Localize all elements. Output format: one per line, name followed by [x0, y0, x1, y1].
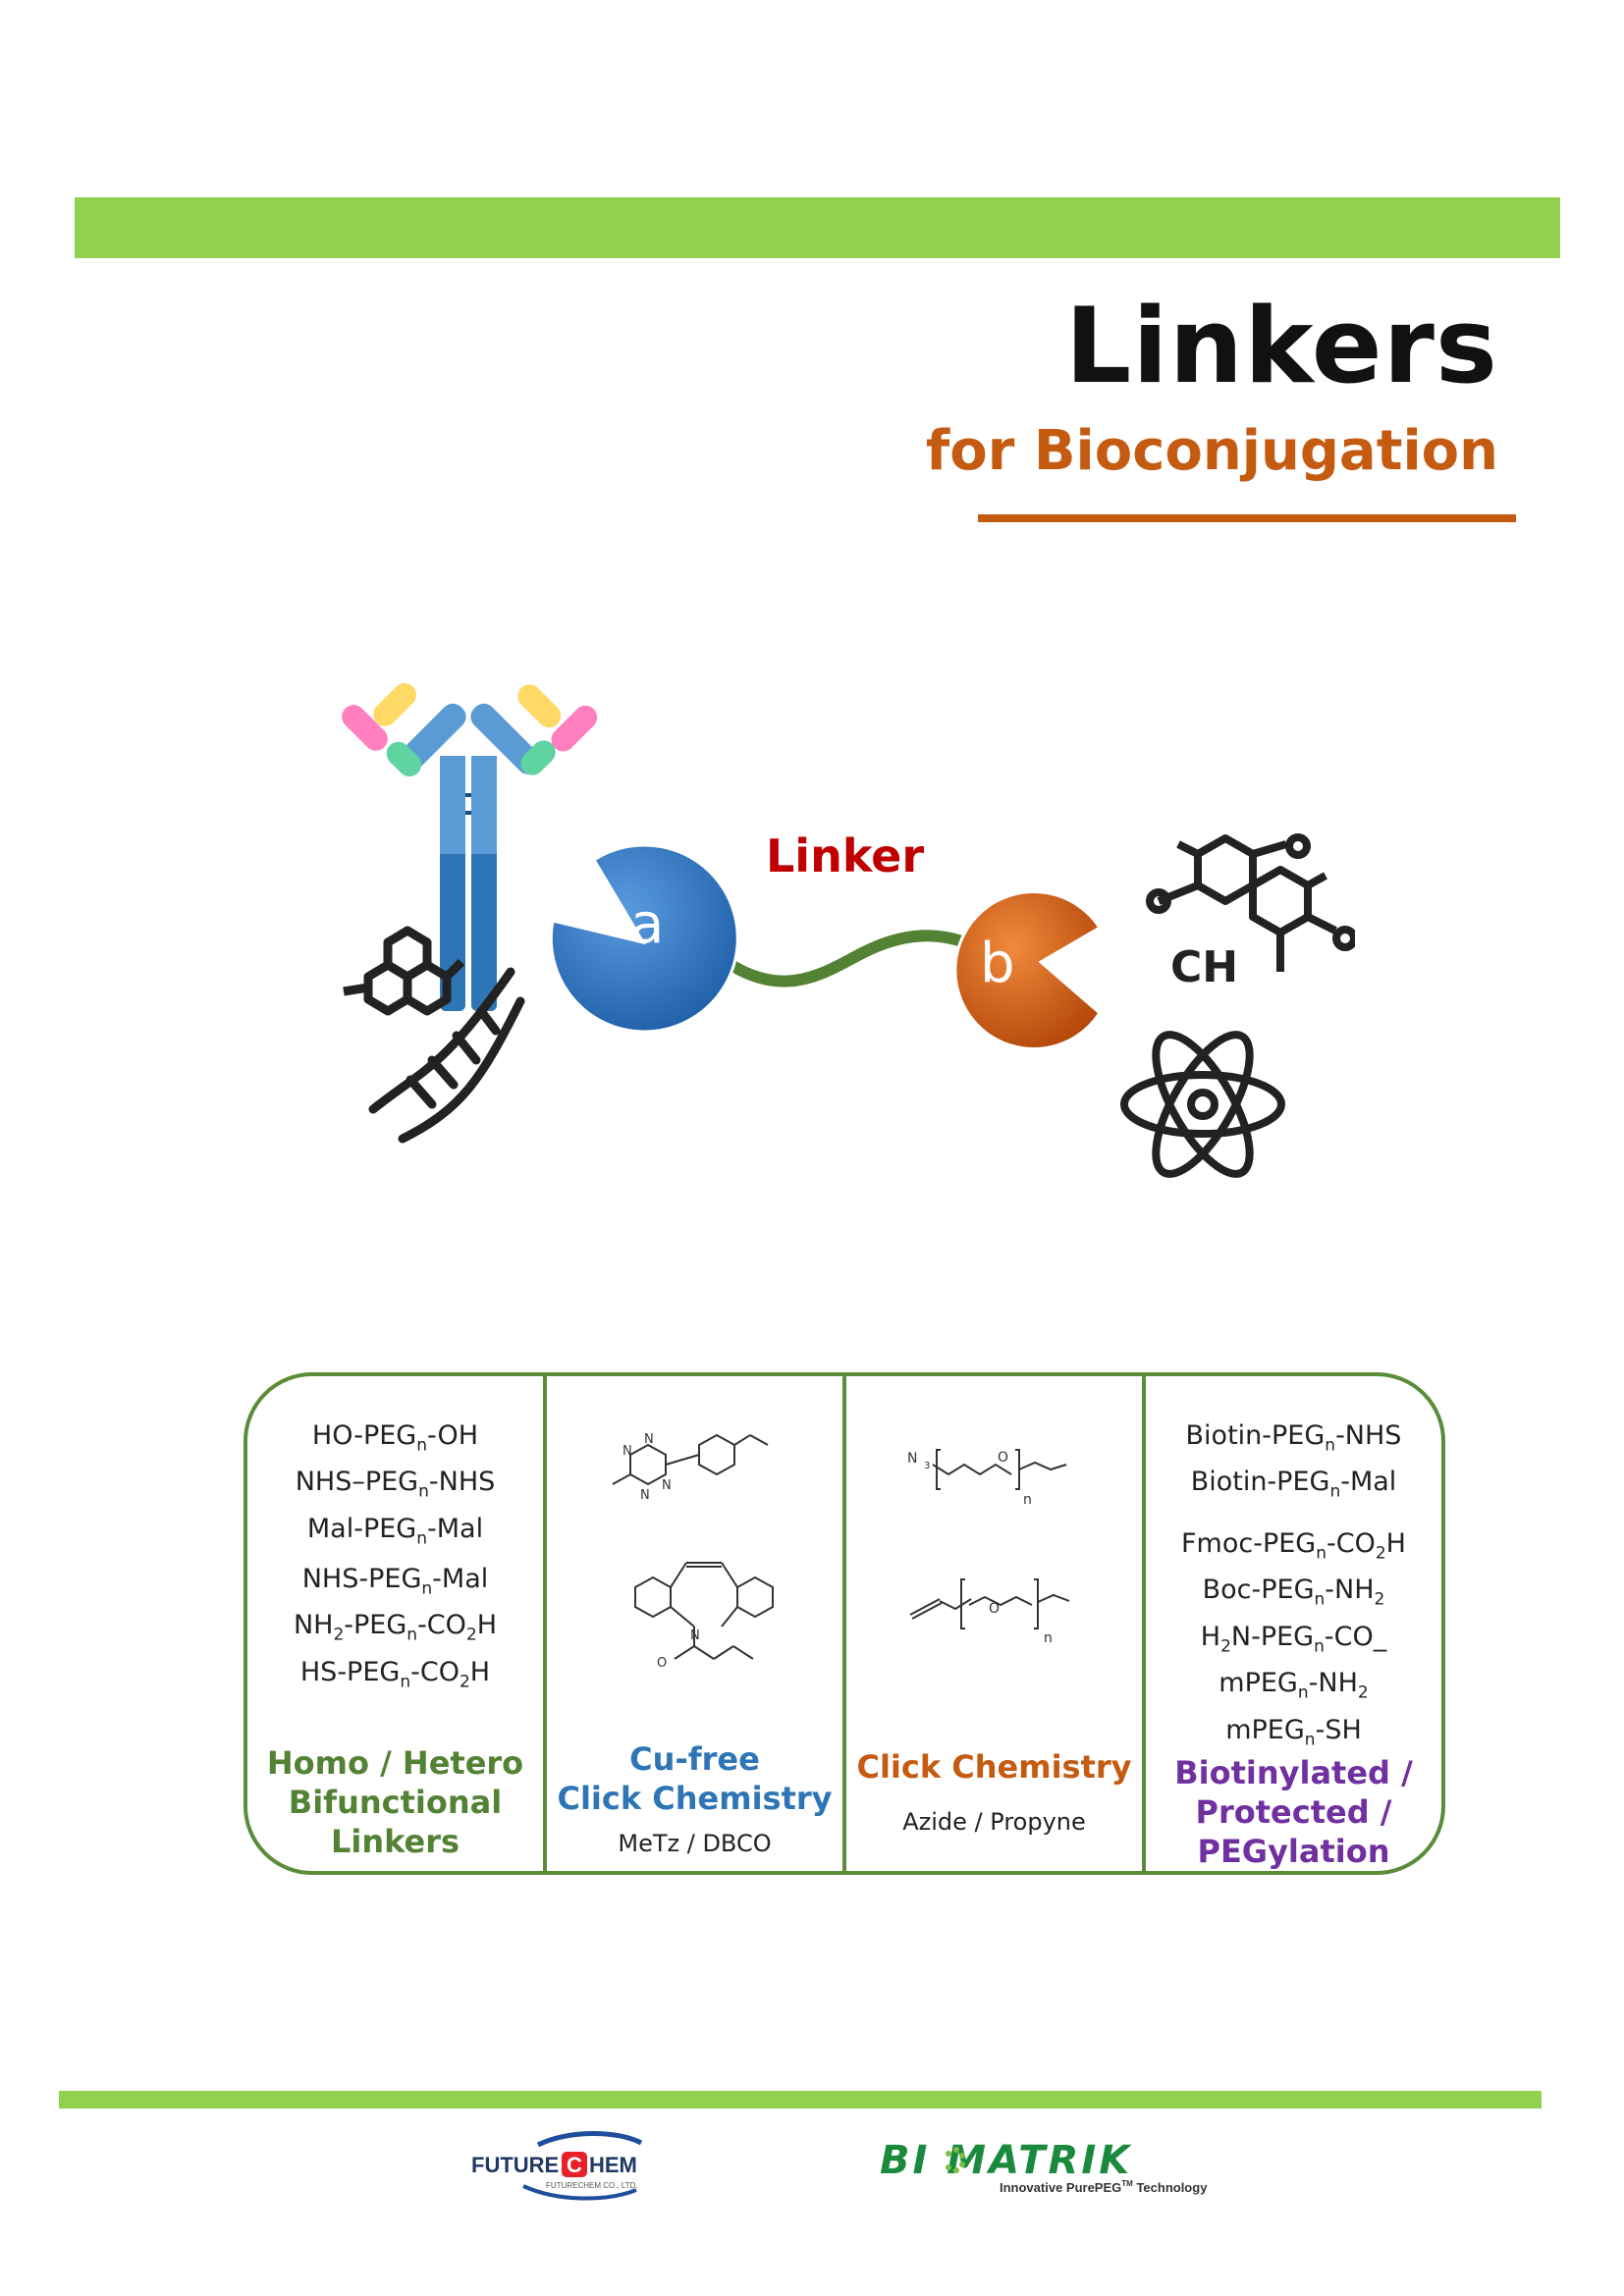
molecule-ch-label: CH — [1170, 942, 1238, 992]
svg-text:O: O — [657, 1656, 667, 1671]
formula-item: Fmoc-PEGn-CO2H — [1181, 1528, 1406, 1564]
page-subtitle: for Bioconjugation — [925, 419, 1498, 483]
bottom-green-bar — [59, 2091, 1542, 2109]
propyne-peg-structure: O n — [909, 1578, 1070, 1646]
svg-text:BI MATRIK: BI MATRIK — [880, 2138, 1132, 2183]
formula-list-protected: Fmoc-PEGn-CO2H Boc-PEGn-NH2 H2N-PEGn-CO_… — [1146, 1525, 1441, 1758]
svg-text:FUTURE: FUTURE — [471, 2153, 559, 2177]
polycyclic-molecule-icon — [343, 926, 465, 1016]
column-subtitle: Azide / Propyne — [902, 1808, 1086, 1836]
subtitle-underline — [978, 514, 1516, 522]
column-cu-free: N N N N N — [547, 1376, 846, 1871]
linker-label: Linker — [766, 829, 924, 882]
svg-text:n: n — [1023, 1492, 1032, 1508]
formula-item: Mal-PEGn-Mal — [306, 1513, 484, 1549]
formula-item: H2N-PEGn-CO_ — [1200, 1621, 1387, 1657]
svg-text:N: N — [644, 1432, 654, 1447]
svg-text:3: 3 — [924, 1461, 930, 1471]
steroid-molecule-icon — [1146, 833, 1355, 972]
svg-text:Innovative PurePEGTM Technolog: Innovative PurePEGTM Technology — [1000, 2179, 1208, 2195]
svg-text:N: N — [907, 1451, 917, 1467]
formula-item: mPEGn-NH2 — [1218, 1668, 1369, 1703]
formula-item: NHS-PEGn-Mal — [301, 1564, 489, 1599]
formula-list-hetero: NHS-PEGn-Mal NH2-PEGn-CO2H HS-PEGn-CO2H — [247, 1561, 543, 1700]
formula-item: NH2-PEGn-CO2H — [293, 1610, 498, 1645]
svg-text:O: O — [998, 1450, 1008, 1466]
biomatrik-logo: BI MATRIK Innovative PurePEGTM Technolog… — [880, 2138, 1208, 2195]
formula-item: Biotin-PEGn-Mal — [1190, 1467, 1397, 1502]
methyltetrazine-structure: N N N N — [612, 1432, 769, 1503]
column-homo-hetero: HO-PEGn-OH NHS–PEGn-NHS Mal-PEGn-Mal NHS… — [247, 1376, 547, 1871]
svg-text:N: N — [690, 1629, 700, 1643]
dna-icon — [368, 967, 525, 1144]
end-a-label: a — [630, 892, 664, 956]
dbco-structure: N O — [634, 1562, 774, 1671]
formula-item: HS-PEGn-CO2H — [299, 1656, 491, 1692]
svg-text:HEM: HEM — [589, 2153, 637, 2177]
linker-illustration: Linker a b CH — [342, 682, 1355, 1178]
azide-peg-structure: N 3 O n — [907, 1449, 1067, 1508]
formula-item: mPEGn-SH — [1225, 1714, 1362, 1749]
column-title: Homo / Hetero Bifunctional Linkers — [266, 1744, 524, 1860]
column-title: Biotinylated / Protected / PEGylation — [1174, 1754, 1413, 1870]
end-b-label: b — [980, 932, 1015, 995]
svg-text:FUTURECHEM CO., LTD.: FUTURECHEM CO., LTD. — [546, 2181, 638, 2190]
column-subtitle: MeTz / DBCO — [618, 1830, 772, 1857]
futurechem-logo: FUTURE C HEM FUTURECHEM CO., LTD. — [471, 2131, 643, 2201]
svg-text:N: N — [640, 1488, 650, 1503]
formula-list-homo: HO-PEGn-OH NHS–PEGn-NHS Mal-PEGn-Mal — [247, 1417, 543, 1557]
linker-chain — [696, 930, 998, 988]
svg-text:N: N — [662, 1478, 672, 1493]
end-group-a: a — [549, 843, 739, 1034]
linker-category-panel: HO-PEGn-OH NHS–PEGn-NHS Mal-PEGn-Mal NHS… — [244, 1372, 1445, 1875]
column-click-chemistry: N 3 O n O n Click Chemistry Azide / Pro — [846, 1376, 1146, 1871]
formula-item: Biotin-PEGn-NHS — [1185, 1420, 1402, 1456]
formula-item: HO-PEGn-OH — [311, 1420, 479, 1456]
top-green-bar — [75, 197, 1560, 258]
column-title: Click Chemistry — [856, 1748, 1132, 1786]
page-title: Linkers — [1064, 286, 1498, 406]
formula-item: NHS–PEGn-NHS — [295, 1467, 496, 1502]
svg-text:N: N — [623, 1444, 632, 1459]
svg-text:C: C — [567, 2153, 582, 2177]
column-biotinylated: Biotin-PEGn-NHS Biotin-PEGn-Mal Fmoc-PEG… — [1146, 1376, 1441, 1871]
antibody-icon — [342, 682, 598, 1011]
atom-icon — [1120, 1031, 1285, 1178]
formula-list-biotin: Biotin-PEGn-NHS Biotin-PEGn-Mal — [1146, 1417, 1441, 1511]
column-title: Cu-free Click Chemistry — [557, 1740, 833, 1817]
svg-text:O: O — [989, 1601, 1000, 1617]
svg-text:n: n — [1044, 1630, 1053, 1646]
formula-item: Boc-PEGn-NH2 — [1202, 1575, 1385, 1610]
end-group-b: b — [953, 890, 1103, 1050]
